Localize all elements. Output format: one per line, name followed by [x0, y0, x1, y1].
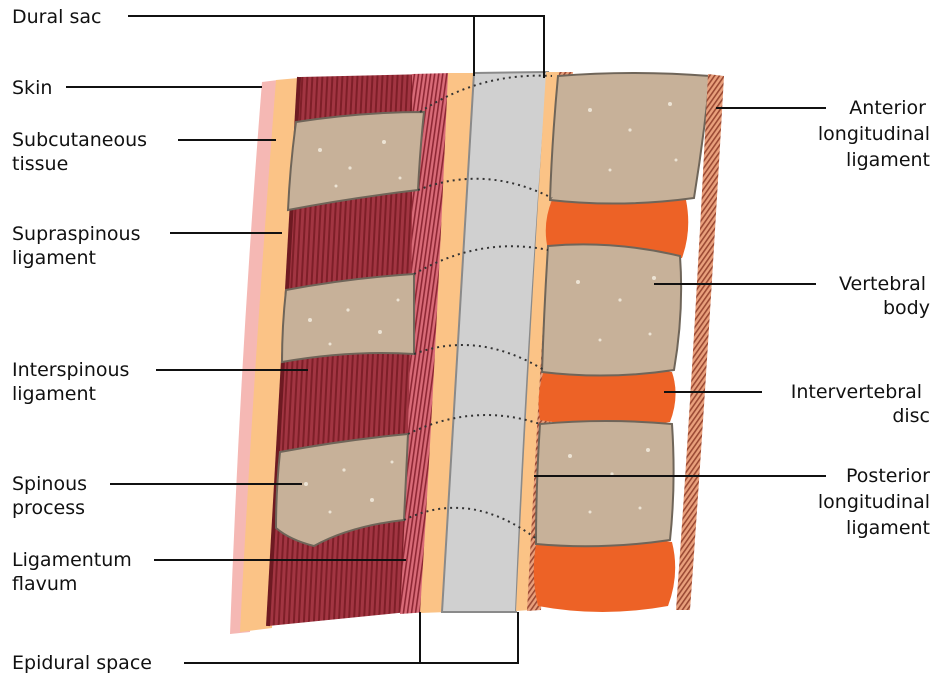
label-supraspinous-1: Supraspinous	[12, 223, 140, 245]
label-flavum-2: flavum	[12, 573, 77, 595]
label-subcutaneous-2: tissue	[12, 153, 68, 175]
label-supraspinous-2: ligament	[12, 247, 96, 269]
label-posterior-2: longitudinal	[818, 491, 930, 513]
label-epidural: Epidural space	[12, 652, 152, 673]
label-anterior-3: ligament	[846, 149, 930, 171]
label-spinous-2: process	[12, 497, 85, 519]
label-skin: Skin	[12, 77, 52, 99]
label-flavum-1: Ligamentum	[12, 549, 132, 571]
label-posterior-1: Posterior	[846, 465, 930, 487]
spinous-process-2	[282, 274, 414, 362]
label-dural-sac: Dural sac	[12, 6, 101, 28]
leader-dural-sac	[128, 16, 544, 78]
vertebral-body-1	[550, 73, 710, 204]
label-disc-2: disc	[892, 405, 930, 427]
intervertebral-disc-3	[534, 536, 675, 612]
label-anterior-2: longitudinal	[818, 123, 930, 145]
vertebral-body-3	[536, 421, 674, 546]
label-interspinous-1: Interspinous	[12, 359, 129, 381]
label-subcutaneous-1: Subcutaneous	[12, 129, 147, 151]
vertebral-body-2	[542, 244, 681, 375]
label-disc-1: Intervertebral	[791, 381, 922, 403]
label-vertebral-1: Vertebral	[839, 273, 926, 295]
label-spinous-1: Spinous	[12, 473, 87, 495]
label-posterior-3: ligament	[846, 517, 930, 539]
label-vertebral-2: body	[883, 297, 930, 319]
label-anterior-1: Anterior	[849, 97, 926, 119]
label-interspinous-2: ligament	[12, 383, 96, 405]
